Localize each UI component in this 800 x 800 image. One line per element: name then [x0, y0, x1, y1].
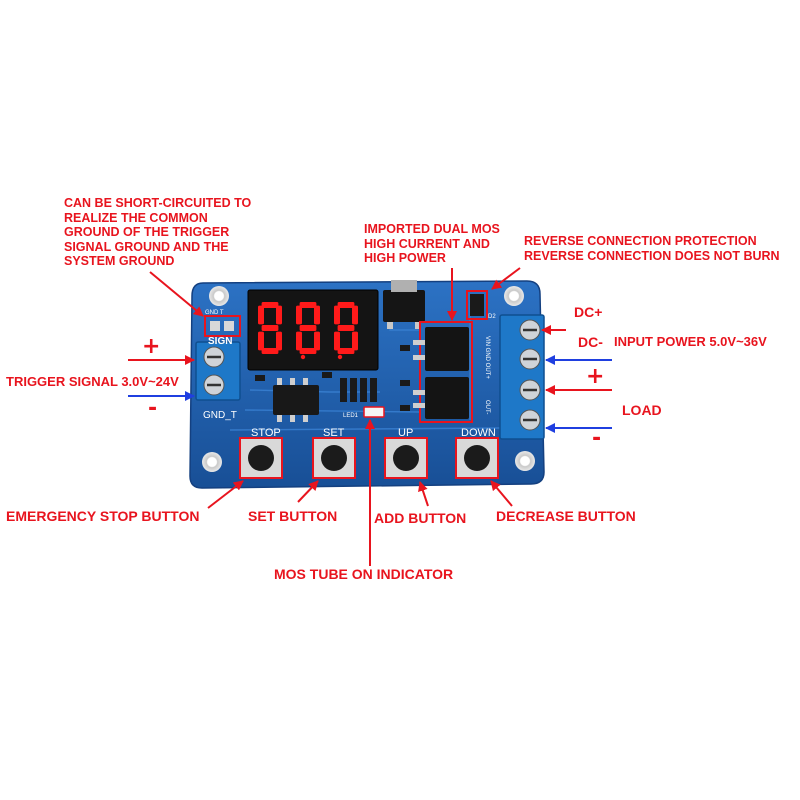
display-segment [337, 348, 355, 354]
set-button-arrow [297, 480, 319, 503]
silk-up: UP [398, 427, 413, 439]
silk-terminal-bottom: OUT- [484, 400, 490, 414]
load-plus-sign: + [586, 364, 605, 389]
trigger-plus-sign: + [142, 334, 161, 359]
set-button-label: SET BUTTON [248, 508, 338, 524]
display-segment [337, 325, 355, 331]
mounting-hole [504, 286, 524, 306]
regulator-chip [383, 280, 425, 329]
mos-indicator-label: MOS TUBE ON INDICATOR [274, 566, 454, 582]
mounting-hole [209, 286, 229, 306]
display-segment [299, 348, 317, 354]
mounting-hole [515, 451, 535, 471]
load-minus-sign: - [592, 426, 602, 451]
seven-segment-display [247, 289, 379, 371]
stop-tactile-button [239, 437, 283, 479]
gnd-t-header [204, 315, 241, 337]
display-segment [334, 305, 340, 325]
trigger-minus-sign: - [148, 396, 158, 421]
display-segment [334, 331, 340, 351]
display-segment [296, 305, 302, 325]
load-label: LOAD [622, 402, 662, 418]
display-segment [261, 325, 279, 331]
display-segment [276, 305, 282, 325]
display-segment [299, 325, 317, 331]
silk-terminal-top: VIN GND OUT+ [484, 336, 490, 379]
dc-minus-label: DC- [578, 334, 603, 350]
trigger-terminal-block [195, 341, 241, 401]
mos-note-label: IMPORTED DUAL MOS HIGH CURRENT AND HIGH … [364, 222, 500, 265]
down-tactile-button [455, 437, 499, 479]
silk-gnd-t: GND_T [203, 410, 237, 421]
ground-note-label: CAN BE SHORT-CIRCUITED TO REALIZE THE CO… [64, 196, 252, 268]
power-load-terminal-block [499, 314, 545, 440]
display-segment [261, 348, 279, 354]
display-segment [276, 331, 282, 351]
set-tactile-button [312, 437, 356, 479]
led1-indicator [363, 406, 385, 418]
trigger-signal-label: TRIGGER SIGNAL 3.0V~24V [6, 374, 179, 389]
display-segment [337, 302, 355, 308]
silk-stop: STOP [251, 427, 281, 439]
silk-gnd-t-small: GND T [205, 310, 224, 316]
silk-led1: LED1 [343, 413, 359, 419]
add-button-arrow [418, 481, 429, 507]
stop-button-arrow [207, 480, 244, 509]
display-segment [299, 302, 317, 308]
display-segment [314, 305, 320, 325]
reverse-protection-label: REVERSE CONNECTION PROTECTION REVERSE CO… [524, 234, 780, 263]
emergency-stop-label: EMERGENCY STOP BUTTON [6, 508, 200, 524]
board-buttons [239, 437, 499, 479]
silk-sign: SIGN [208, 336, 232, 347]
decrease-button-label: DECREASE BUTTON [496, 508, 636, 524]
up-tactile-button [384, 437, 428, 479]
ground-note-arrow [149, 271, 204, 317]
display-segment [314, 331, 320, 351]
display-segment [352, 305, 358, 325]
dual-mos-transistors [413, 321, 473, 423]
input-power-label: INPUT POWER 5.0V~36V [614, 334, 767, 349]
optocoupler-chip [273, 378, 319, 422]
reverse-protection-diode [466, 290, 488, 320]
display-segment [258, 331, 264, 351]
smd-resistors [255, 345, 410, 411]
silk-down: DOWN [461, 427, 496, 439]
reverse-note-arrow [491, 267, 521, 290]
display-segment [258, 305, 264, 325]
display-segment [296, 331, 302, 351]
silk-d2: D2 [488, 314, 496, 320]
display-segment [261, 302, 279, 308]
decrease-button-arrow [490, 480, 513, 507]
add-button-label: ADD BUTTON [374, 510, 467, 526]
silk-set: SET [323, 427, 345, 439]
mounting-hole [202, 452, 222, 472]
display-segment [352, 331, 358, 351]
dc-plus-label: DC+ [574, 304, 603, 320]
